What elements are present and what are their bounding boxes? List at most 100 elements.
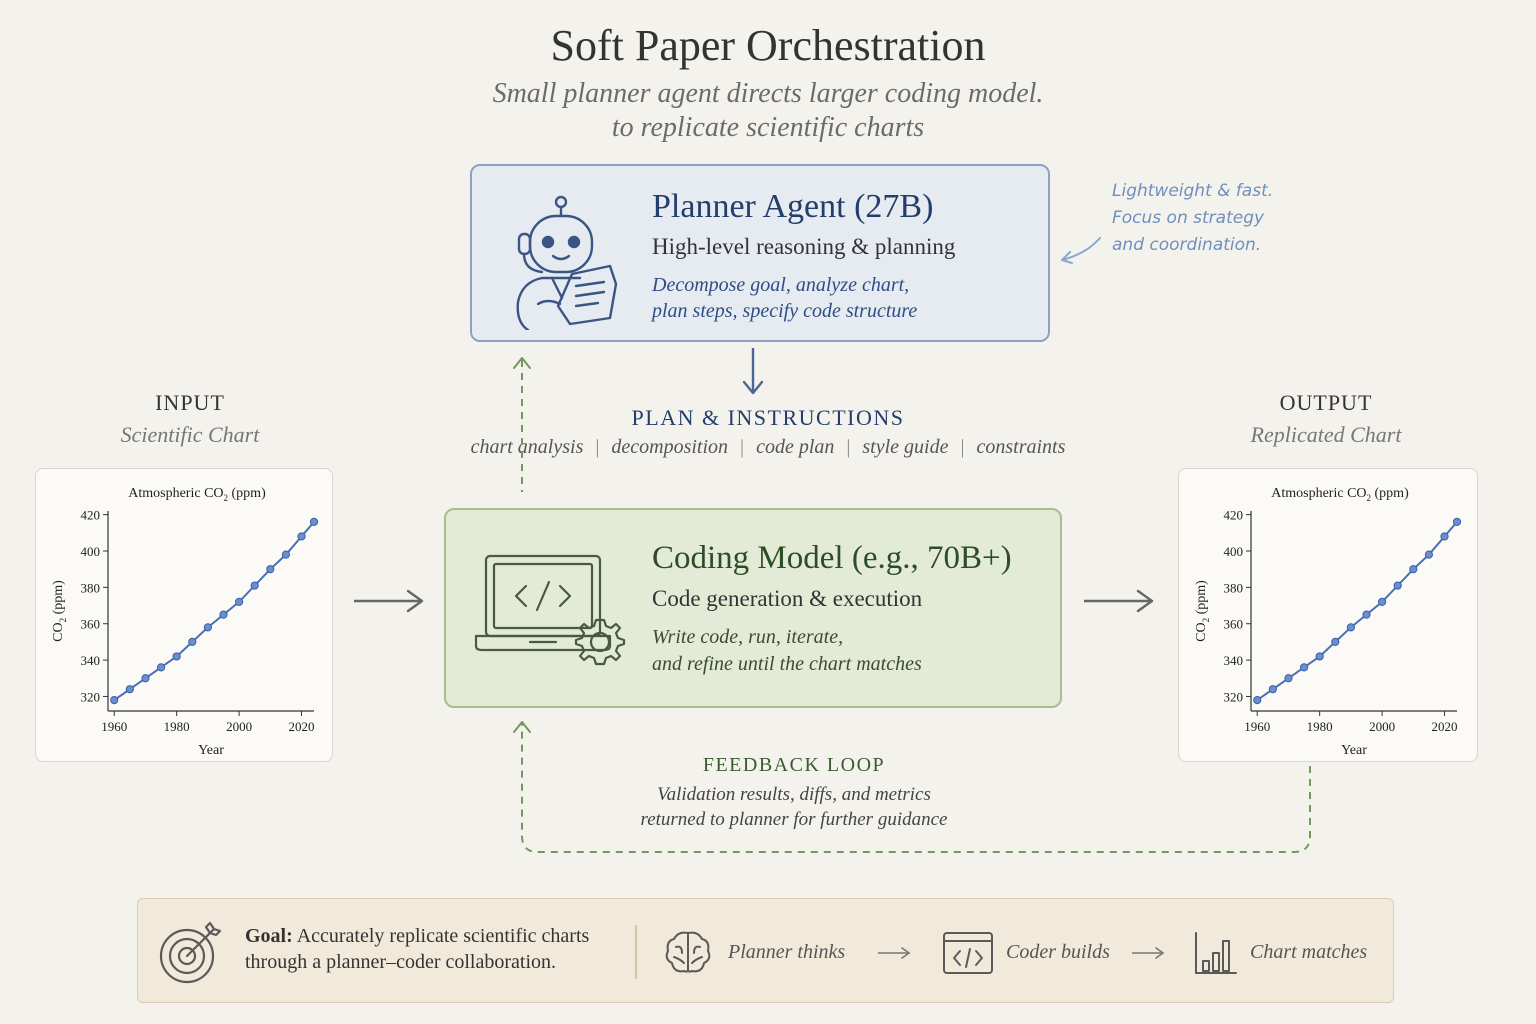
- planner-note: Lightweight & fast. Focus on strategy an…: [1112, 178, 1273, 259]
- subtitle-line-2: to replicate scientific charts: [611, 112, 925, 143]
- coder-title: Coding Model (e.g., 70B+): [652, 540, 1012, 576]
- x-tick-label: 2020: [1432, 719, 1458, 734]
- data-point: [1440, 532, 1449, 541]
- data-point: [309, 517, 319, 527]
- plan-item: style guide: [862, 436, 949, 458]
- data-point: [141, 674, 150, 683]
- step-coder-builds: Coder builds: [1006, 941, 1110, 963]
- y-tick-label: 400: [1224, 544, 1244, 559]
- series-line: [113, 521, 315, 701]
- x-axis-label: Year: [1341, 743, 1367, 758]
- chart-title: Atmospheric CO2 (ppm): [128, 486, 266, 503]
- x-tick-label: 2000: [226, 719, 252, 734]
- note-line-1: Lightweight & fast.: [1112, 181, 1274, 201]
- note-line-2: Focus on strategy: [1112, 208, 1265, 228]
- input-heading: INPUT: [155, 390, 225, 415]
- laptop-code-icon: [474, 554, 626, 666]
- down-arrow-icon: [742, 348, 764, 395]
- data-point: [1409, 565, 1418, 574]
- plan-separator: |: [960, 436, 965, 458]
- data-point: [1315, 652, 1324, 661]
- data-point: [281, 550, 291, 559]
- note-line-3: and coordination.: [1112, 235, 1262, 255]
- y-axis-label: CO2 (ppm): [51, 580, 68, 642]
- data-point: [234, 597, 244, 607]
- y-tick-label: 420: [81, 508, 101, 523]
- coder-description-2: and refine until the chart matches: [652, 653, 922, 675]
- robot-icon: [516, 195, 618, 330]
- plan-item: chart analysis: [470, 436, 584, 458]
- bar-chart-icon: [1195, 932, 1237, 974]
- data-point: [110, 695, 119, 705]
- plan-separator: |: [740, 436, 745, 458]
- data-point: [1377, 597, 1387, 607]
- coder-description-1: Write code, run, iterate,: [652, 626, 844, 648]
- data-point: [1253, 695, 1262, 705]
- chart-title: Atmospheric CO2 (ppm): [1271, 486, 1409, 503]
- output-chart: Atmospheric CO2 (ppm)3203403603804004201…: [1194, 486, 1462, 758]
- plan-heading: PLAN & INSTRUCTIONS: [631, 405, 905, 430]
- goal-text-line-1: Goal: Accurately replicate scientific ch…: [245, 925, 589, 948]
- feedback-loop-arrow-icon: [513, 721, 1311, 853]
- data-point: [297, 532, 306, 541]
- y-tick-label: 340: [1224, 653, 1244, 668]
- planner-subtitle: High-level reasoning & planning: [652, 234, 956, 259]
- goal-divider: [635, 925, 637, 979]
- code-window-icon: [943, 932, 993, 974]
- output-heading: OUTPUT: [1279, 390, 1373, 415]
- plan-separator: |: [595, 436, 600, 458]
- data-point: [250, 581, 259, 590]
- x-axis-label: Year: [198, 743, 224, 758]
- y-tick-label: 380: [81, 580, 101, 595]
- step-arrow-icon: [878, 947, 911, 959]
- y-tick-label: 360: [81, 617, 101, 632]
- goal-text: Accurately replicate scientific charts: [296, 925, 590, 947]
- planner-description-2: plan steps, specify code structure: [652, 300, 918, 322]
- data-point: [1452, 517, 1462, 527]
- output-subheading: Replicated Chart: [1250, 422, 1402, 447]
- page-title: Soft Paper Orchestration: [550, 21, 986, 70]
- goal-label: Goal:: [245, 925, 293, 947]
- input-chart: Atmospheric CO2 (ppm)3203403603804004201…: [51, 486, 319, 758]
- right-arrow-icon: [354, 589, 424, 613]
- coder-subtitle: Code generation & execution: [652, 586, 923, 611]
- data-point: [1299, 663, 1309, 672]
- plan-item: constraints: [976, 436, 1066, 458]
- step-arrow-icon: [1132, 947, 1165, 959]
- data-point: [1346, 623, 1355, 632]
- x-tick-label: 1960: [1244, 719, 1270, 734]
- series-line: [1256, 521, 1458, 701]
- y-tick-label: 360: [1224, 617, 1244, 632]
- goal-text-line-2: through a planner–coder collaboration.: [245, 951, 556, 973]
- feedback-heading: FEEDBACK LOOP: [702, 754, 886, 776]
- data-point: [1284, 674, 1293, 683]
- feedback-line-1: Validation results, diffs, and metrics: [657, 784, 931, 805]
- data-point: [203, 623, 212, 632]
- x-tick-label: 1960: [101, 719, 127, 734]
- x-tick-label: 2020: [289, 719, 315, 734]
- x-tick-label: 1980: [1307, 719, 1333, 734]
- x-tick-label: 2000: [1369, 719, 1395, 734]
- plan-separator: |: [846, 436, 851, 458]
- data-point: [1393, 581, 1402, 590]
- data-point: [1362, 610, 1371, 619]
- feedback-line-2: returned to planner for further guidance: [640, 809, 948, 830]
- plan-items: chart analysis | decomposition | code plan | s…: [0, 436, 1536, 459]
- planner-title: Planner Agent (27B): [652, 188, 934, 225]
- step-planner-thinks: Planner thinks: [728, 941, 846, 963]
- input-subheading: Scientific Chart: [120, 422, 260, 447]
- data-point: [1331, 637, 1340, 647]
- target-icon: [159, 921, 222, 984]
- y-tick-label: 340: [81, 653, 101, 668]
- plan-item: decomposition: [611, 436, 729, 458]
- data-point: [1424, 550, 1434, 559]
- data-point: [125, 685, 134, 694]
- y-tick-label: 420: [1224, 508, 1244, 523]
- coding-model-box: Coding Model (e.g., 70B+) Code generatio…: [444, 508, 1062, 708]
- data-point: [172, 652, 181, 661]
- right-arrow-icon: [1084, 589, 1154, 613]
- subtitle-line-1: Small planner agent directs larger codin…: [492, 78, 1044, 109]
- plan-item: code plan: [756, 436, 835, 458]
